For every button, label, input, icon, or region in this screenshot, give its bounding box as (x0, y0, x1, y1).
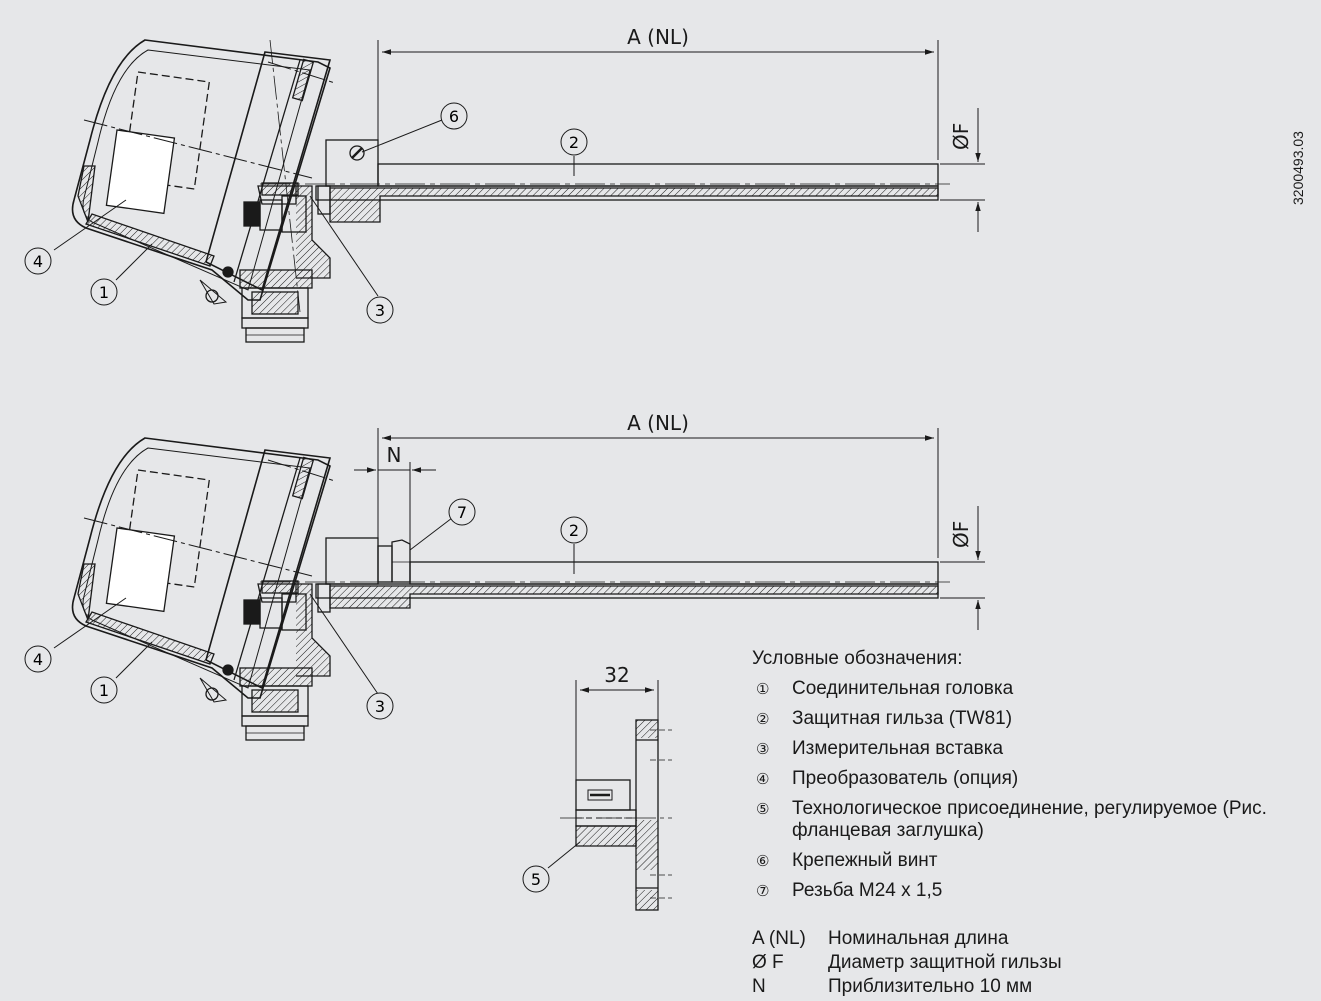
flange-detail (560, 680, 672, 911)
svg-text:1: 1 (99, 681, 109, 700)
svg-text:6: 6 (449, 107, 459, 126)
dim-nominal-length-top: A (NL) (627, 25, 689, 49)
abbreviations: A (NL) Номинальная длина Ø F Диаметр защит… (752, 927, 1062, 999)
callout-3-bottom: 3 (366, 692, 394, 720)
legend-number: ② (756, 710, 770, 728)
bottom-assembly (71, 428, 985, 741)
legend-text: Крепежный винт (792, 850, 938, 871)
legend-text: Защитная гильза (TW81) (792, 708, 1013, 729)
abbreviation-row: A (NL) Номинальная длина (752, 927, 1062, 951)
legend-number: ④ (756, 770, 770, 788)
callout-4-top: 4 (24, 247, 52, 275)
connection-head-bottom (71, 437, 336, 741)
abbreviation-text: Номинальная длина (828, 928, 1009, 949)
legend-text: Технологическое присоединение, регулируе… (792, 798, 1267, 841)
callout-6-top: 6 (440, 102, 468, 130)
legend-number: ① (756, 680, 770, 698)
callout-1-top: 1 (90, 278, 118, 306)
abbreviation-key: Ø F (752, 952, 784, 973)
legend-number: ③ (756, 740, 770, 758)
abbreviation-key: A (NL) (752, 928, 806, 949)
callout-2-top: 2 (560, 128, 588, 156)
dim-flange-width: 32 (604, 663, 629, 687)
legend-text: Резьба M24 x 1,5 (792, 880, 943, 901)
connection-head-top (71, 39, 336, 343)
legend-number: ⑥ (756, 852, 770, 870)
dim-thread-offset: N (387, 443, 402, 467)
legend-number: ⑤ (756, 800, 770, 818)
top-assembly (71, 39, 985, 343)
callout-3-top: 3 (366, 296, 394, 324)
legend-item: ④ Преобразователь (опция) (752, 764, 1312, 794)
callout-5-flange: 5 (522, 865, 550, 893)
legend-item: ③ Измерительная вставка (752, 734, 1312, 764)
legend-item: ⑤ Технологическое присоединение, регулиру… (752, 794, 1312, 846)
legend-item: ⑥ Крепежный винт (752, 846, 1312, 876)
callout-1-bottom: 1 (90, 676, 118, 704)
callout-leaders (53, 119, 581, 869)
legend-title: Условные обозначения: (752, 648, 963, 669)
dim-diameter-bottom: ØF (949, 521, 973, 548)
callout-4-bottom: 4 (24, 645, 52, 673)
legend-text: Соединительная головка (792, 678, 1014, 699)
svg-text:5: 5 (531, 870, 541, 889)
abbreviation-text: Диаметр защитной гильзы (828, 952, 1062, 973)
legend: Условные обозначения: ① Соединительная го… (752, 644, 1312, 906)
abbreviation-row: Ø F Диаметр защитной гильзы (752, 951, 1062, 975)
svg-text:7: 7 (457, 503, 467, 522)
abbreviation-text: Приблизительно 10 мм (828, 976, 1033, 997)
document-id: 3200493.03 (1290, 131, 1306, 205)
svg-text:3: 3 (375, 301, 385, 320)
legend-number: ⑦ (756, 882, 770, 900)
legend-text: Преобразователь (опция) (792, 768, 1019, 789)
thermowell-bottom (260, 537, 950, 609)
callouts: 4 1 3 6 2 4 1 3 7 2 5 (24, 102, 588, 893)
svg-text:4: 4 (33, 252, 43, 271)
abbreviation-key: N (752, 976, 766, 997)
legend-item: ② Защитная гильза (TW81) (752, 704, 1312, 734)
legend-item: ① Соединительная головка (752, 674, 1312, 704)
abbreviation-row: N Приблизительно 10 мм (752, 975, 1062, 999)
callout-7-bottom: 7 (448, 498, 476, 526)
thermowell-top (260, 139, 950, 223)
svg-text:4: 4 (33, 650, 43, 669)
legend-text: Измерительная вставка (792, 738, 1004, 759)
dims-top (377, 40, 985, 232)
dimension-labels: A (NL) A (NL) ØF ØF N 32 (387, 25, 973, 687)
legend-item: ⑦ Резьба M24 x 1,5 (752, 876, 1312, 906)
dims-bottom (354, 428, 985, 630)
svg-text:1: 1 (99, 283, 109, 302)
dim-nominal-length-bottom: A (NL) (627, 411, 689, 435)
callout-2-bottom: 2 (560, 516, 588, 544)
svg-text:2: 2 (569, 521, 579, 540)
svg-text:2: 2 (569, 133, 579, 152)
dim-diameter-top: ØF (949, 123, 973, 150)
svg-text:3: 3 (375, 697, 385, 716)
